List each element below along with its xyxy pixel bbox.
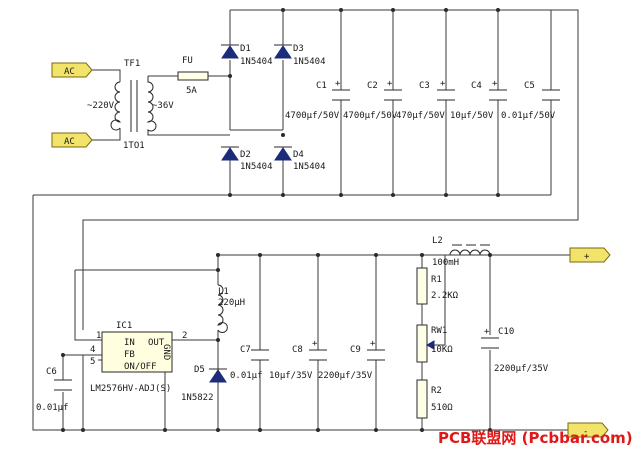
resistor-r2: R2 510Ω	[416, 379, 453, 419]
c3-value: 470μf/50V	[396, 111, 445, 121]
ic-pin-onoff: ON/OFF	[124, 362, 157, 372]
svg-text:+: +	[335, 79, 341, 89]
port-plus-label: +	[584, 252, 590, 262]
d1-ref: D1	[240, 44, 251, 54]
port-minus: -	[567, 422, 609, 438]
diode-d4: D4 1N5404	[274, 146, 326, 172]
d2-ref: D2	[240, 150, 251, 160]
capacitor-c7: C7 0.01μf	[230, 345, 269, 381]
svg-text:+: +	[387, 79, 393, 89]
l2-ref: L2	[432, 236, 443, 246]
capacitor-c4: + C4 10μf/50V	[450, 79, 507, 121]
fuse-ref: FU	[182, 56, 193, 66]
c4-ref: C4	[471, 81, 482, 91]
r2-ref: R2	[431, 386, 442, 396]
r1-value: 2.2KΩ	[431, 291, 459, 301]
l1-value: 220μH	[218, 298, 245, 308]
ic-lm2576: IC1 IN OUT FB ON/OFF GND LM2576HV-ADJ(S)…	[90, 321, 187, 394]
inductor-l2: L2 100mH	[432, 236, 491, 268]
l1-ref: L1	[218, 287, 229, 297]
ic-pin1: 1	[96, 331, 101, 341]
c8-value: 10μf/35V	[269, 371, 313, 381]
capacitor-c5: C5 0.01μf/50V	[501, 81, 560, 121]
tf1-secondary: ~36V	[152, 101, 174, 111]
diode-d1: D1 1N5404	[221, 44, 273, 67]
tf1-primary: ~220V	[87, 101, 115, 111]
port-ac-top-label: AC	[64, 67, 75, 77]
r1-ref: R1	[431, 275, 442, 285]
capacitor-c10: + C10 2200μf/35V	[481, 327, 549, 374]
junctions	[61, 8, 500, 432]
c6-ref: C6	[46, 367, 57, 377]
c1-ref: C1	[316, 81, 327, 91]
svg-text:+: +	[492, 79, 498, 89]
d3-value: 1N5404	[293, 57, 326, 67]
d4-value: 1N5404	[293, 162, 326, 172]
ic-pin-gnd: GND	[161, 344, 171, 360]
tf1-model: 1TO1	[123, 141, 145, 151]
svg-text:+: +	[370, 339, 376, 349]
ic-pin2: 2	[182, 331, 187, 341]
d4-ref: D4	[293, 150, 304, 160]
watermark-text: PCB联盟网 (Pcbbar.com)	[438, 429, 633, 447]
ic-pin-in: IN	[124, 338, 135, 348]
c10-value: 2200μf/35V	[494, 364, 549, 374]
c1-value: 4700μf/50V	[285, 111, 340, 121]
c5-value: 0.01μf/50V	[501, 111, 556, 121]
d5-value: 1N5822	[181, 393, 214, 403]
svg-text:+: +	[484, 327, 490, 337]
l2-value: 100mH	[432, 258, 459, 268]
c2-value: 4700μf/50V	[343, 111, 398, 121]
port-ac-bottom-label: AC	[64, 137, 75, 147]
capacitor-c6: C6 0.01μf	[36, 367, 72, 413]
d1-value: 1N5404	[240, 57, 273, 67]
c5-ref: C5	[524, 81, 535, 91]
ic-ref: IC1	[116, 321, 132, 331]
fuse-value: 5A	[186, 86, 197, 96]
c8-ref: C8	[292, 345, 303, 355]
port-minus-label: -	[583, 427, 588, 437]
diode-d3: D3 1N5404	[274, 44, 326, 67]
potentiometer-rw1: RW1 10KΩ	[416, 324, 453, 363]
port-ac-top: AC	[51, 62, 93, 78]
diode-d5: D5 1N5822	[181, 365, 227, 403]
transformer-tf1: TF1 ~220V ~36V 1TO1	[87, 59, 174, 151]
d5-ref: D5	[194, 365, 205, 375]
c3-ref: C3	[419, 81, 430, 91]
c10-ref: C10	[498, 327, 514, 337]
port-plus: +	[569, 247, 611, 263]
d3-ref: D3	[293, 44, 304, 54]
rw1-ref: RW1	[431, 326, 447, 336]
port-ac-bottom: AC	[51, 132, 93, 148]
c9-ref: C9	[350, 345, 361, 355]
resistor-r1: R1 2.2KΩ	[416, 267, 459, 305]
svg-text:+: +	[312, 339, 318, 349]
ic-pin-out: OUT	[148, 338, 165, 348]
c4-value: 10μf/50V	[450, 111, 494, 121]
tf1-ref: TF1	[124, 59, 140, 69]
fuse-fu: FU 5A	[177, 56, 209, 96]
r2-value: 510Ω	[431, 403, 453, 413]
rw1-value: 10KΩ	[431, 345, 453, 355]
c9-value: 2200μf/35V	[318, 371, 373, 381]
capacitor-c8: + C8 10μf/35V	[269, 339, 327, 381]
c7-ref: C7	[240, 345, 251, 355]
d2-value: 1N5404	[240, 162, 273, 172]
ic-pin4: 4	[90, 345, 95, 355]
c6-value: 0.01μf	[36, 403, 69, 413]
inductor-l1: L1 220μH	[217, 284, 245, 333]
capacitor-c1: + C1 4700μf/50V	[285, 79, 350, 121]
c2-ref: C2	[367, 81, 378, 91]
capacitor-c3: + C3 470μf/50V	[396, 79, 455, 121]
capacitor-c2: + C2 4700μf/50V	[343, 79, 402, 121]
ic-pin-fb: FB	[124, 350, 135, 360]
svg-text:+: +	[440, 79, 446, 89]
diode-d2: D2 1N5404	[221, 146, 273, 172]
wires	[32, 9, 590, 431]
ic-pin5: 5	[90, 357, 95, 367]
ic-part: LM2576HV-ADJ(S)	[90, 384, 171, 394]
capacitor-c9: + C9 2200μf/35V	[318, 339, 385, 381]
c7-value: 0.01μf	[230, 371, 263, 381]
